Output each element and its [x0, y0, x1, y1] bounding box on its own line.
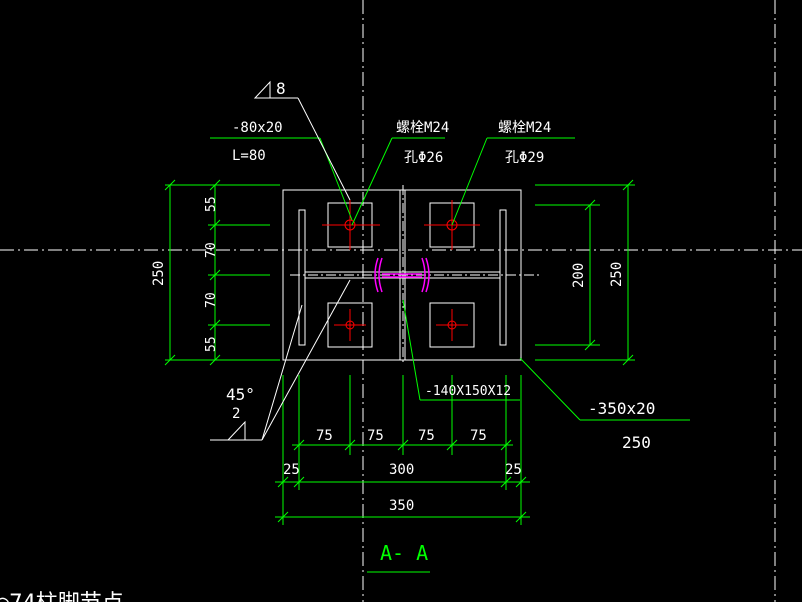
washer-bottom-left [327, 302, 373, 348]
hole-left-label: 孔Φ26 [404, 150, 443, 166]
dim-bottom-edge-right: 25 [505, 462, 522, 478]
dim-bottom-middle: 300 [389, 462, 414, 478]
dim-bottom-4: 75 [470, 428, 487, 444]
bolt-right-label: 螺栓M24 [498, 120, 551, 136]
dim-left-1: 55 [204, 196, 219, 212]
dim-right-total: 250 [609, 262, 625, 287]
dim-bottom-1: 75 [316, 428, 333, 444]
flange-slot-right [499, 209, 507, 346]
dim-bottom-edge-left: 25 [283, 462, 300, 478]
dim-bottom-2: 75 [367, 428, 384, 444]
bolt-bottom-right [436, 309, 468, 341]
angle-label: 45° [226, 385, 255, 404]
weld-symbol [374, 257, 430, 293]
stiffener-plate-label: -140X150X12 [425, 384, 511, 399]
plate-small-length-label: L=80 [232, 148, 266, 164]
dim-bottom-3: 75 [418, 428, 435, 444]
base-plate-label: -350x20 [588, 399, 655, 418]
angle-weld-label: 2 [232, 406, 240, 422]
bolt-bottom-left [334, 309, 366, 341]
weld-size-label: 8 [276, 79, 286, 98]
flange-slot-left [298, 209, 306, 346]
dim-left-total: 250 [151, 261, 167, 286]
bolt-left-label: 螺栓M24 [396, 120, 449, 136]
dim-bottom-total: 350 [389, 498, 414, 514]
dim-right-inner: 200 [571, 263, 587, 288]
base-plate-length-label: 250 [622, 433, 651, 452]
plate-small-label: -80x20 [232, 120, 283, 136]
washer-bottom-right [429, 302, 475, 348]
dim-left-3: 70 [204, 292, 219, 308]
hole-right-label: 孔Φ29 [505, 150, 544, 166]
dim-left-2: 70 [204, 242, 219, 258]
dim-left-4: 55 [204, 336, 219, 352]
section-title: A- A [380, 541, 428, 565]
bottom-cut-text: ○74柱脚节点 [0, 591, 124, 602]
bolt-top-left [322, 200, 380, 250]
